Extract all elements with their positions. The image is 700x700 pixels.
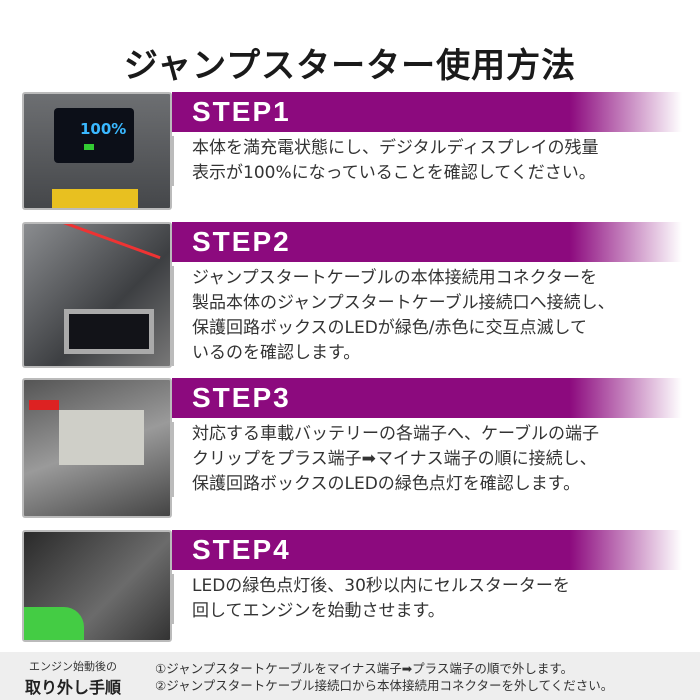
desc-line: 保護回路ボックスのLEDの緑色点灯を確認します。 bbox=[192, 474, 581, 494]
step-4-description: LEDの緑色点灯後、30秒以内にセルスターターを 回してエンジンを始動させます。 bbox=[172, 574, 692, 624]
desc-line: LEDの緑色点灯後、30秒以内にセルスターターを bbox=[192, 576, 570, 596]
desc-line: 本体を満充電状態にし、デジタルディスプレイの残量 bbox=[192, 138, 599, 158]
step-1-photo: 100% bbox=[22, 92, 172, 210]
display-reading: 100% bbox=[80, 120, 127, 138]
device-display: 100% bbox=[54, 108, 134, 163]
step-3-header: STEP3 bbox=[172, 378, 682, 418]
desc-line: 製品本体のジャンプスタートケーブル接続口へ接続し、 bbox=[192, 293, 615, 313]
footer-instructions: ①ジャンプスタートケーブルをマイナス端子➡プラス端子の順で外します。 ②ジャンプ… bbox=[155, 660, 613, 694]
step-2-photo bbox=[22, 222, 172, 368]
desc-line: ジャンプスタートケーブルの本体接続用コネクターを bbox=[192, 268, 597, 288]
step-3-description: 対応する車載バッテリーの各端子へ、ケーブルの端子 クリップをプラス端子➡マイナス… bbox=[172, 422, 692, 497]
desc-line: 保護回路ボックスのLEDが緑色/赤色に交互点滅して bbox=[192, 318, 588, 338]
desc-line: 回してエンジンを始動させます。 bbox=[192, 601, 445, 621]
footer-label: エンジン始動後の 取り外し手順 bbox=[18, 658, 128, 698]
step-1-description: 本体を満充電状態にし、デジタルディスプレイの残量 表示が100%になっていること… bbox=[172, 136, 692, 186]
step-4-photo bbox=[22, 530, 172, 642]
battery bbox=[59, 410, 144, 465]
footer-line: ①ジャンプスタートケーブルをマイナス端子➡プラス端子の順で外します。 bbox=[155, 661, 574, 676]
desc-line: 対応する車載バッテリーの各端子へ、ケーブルの端子 bbox=[192, 424, 599, 444]
warning-label bbox=[52, 189, 138, 208]
footer-label-small: エンジン始動後の bbox=[29, 660, 117, 673]
footer-line: ②ジャンプスタートケーブル接続口から本体接続用コネクターを外してください。 bbox=[155, 678, 614, 693]
device-display bbox=[64, 309, 154, 354]
arm bbox=[24, 607, 84, 640]
desc-line: 表示が100%になっていることを確認してください。 bbox=[192, 163, 596, 183]
step-3-photo bbox=[22, 378, 172, 518]
desc-line: いるのを確認します。 bbox=[192, 343, 361, 363]
clip bbox=[29, 400, 59, 410]
footer-label-big: 取り外し手順 bbox=[24, 678, 121, 697]
step-1-header: STEP1 bbox=[172, 92, 682, 132]
page-title: ジャンプスターター使用方法 bbox=[123, 46, 577, 86]
step-2-description: ジャンプスタートケーブルの本体接続用コネクターを 製品本体のジャンプスタートケー… bbox=[172, 266, 692, 366]
led-icon bbox=[84, 144, 94, 150]
cable bbox=[37, 224, 161, 260]
step-4-header: STEP4 bbox=[172, 530, 682, 570]
desc-line: クリップをプラス端子➡マイナス端子の順に接続し、 bbox=[192, 449, 597, 469]
step-2-header: STEP2 bbox=[172, 222, 682, 262]
removal-footer: エンジン始動後の 取り外し手順 ①ジャンプスタートケーブルをマイナス端子➡プラス… bbox=[0, 652, 700, 700]
